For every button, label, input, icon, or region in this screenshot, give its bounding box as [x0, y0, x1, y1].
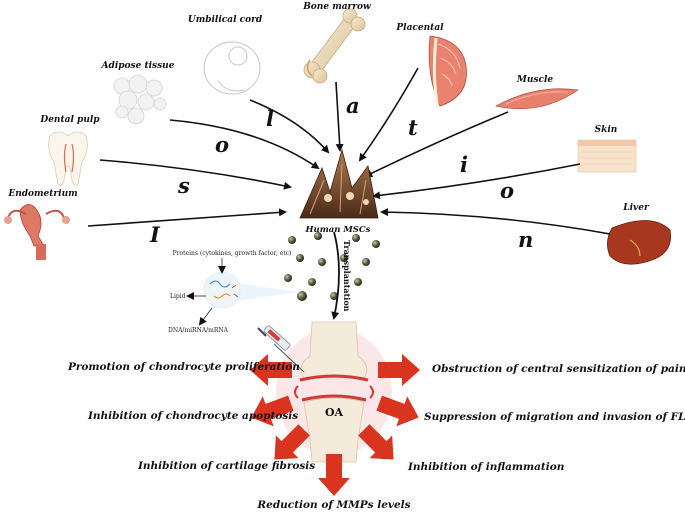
effect-chondrocyte-apoptosis: Inhibition of chondrocyte apoptosis	[87, 410, 298, 422]
effect-arrow-1	[250, 354, 292, 386]
letter-8: o	[500, 178, 514, 203]
muscle-icon	[495, 88, 579, 110]
effect-arrow-2	[251, 395, 294, 427]
arrow-bone-marrow	[335, 81, 344, 152]
exosome-proteins-label: Proteins (cytokines, growth factor, etc)	[173, 250, 292, 257]
umbilical-cord-icon	[203, 41, 261, 95]
placenta-icon	[428, 35, 467, 109]
label-umbilical-cord: Umbilical cord	[188, 15, 263, 25]
label-bone-marrow: Bone marrow	[302, 2, 371, 12]
isolation-arrows	[87, 67, 611, 235]
effect-cartilage-fibrosis: Inhibition of cartilage fibrosis	[137, 460, 315, 472]
transplantation-label: Transplantation	[342, 240, 352, 312]
effect-fls-migration: Suppression of migration and invasion of…	[424, 411, 685, 423]
dna-pointer	[198, 307, 213, 326]
effect-arrows	[250, 354, 420, 496]
label-adipose-tissue: Adipose tissue	[101, 61, 175, 71]
letter-5: a	[346, 93, 360, 118]
letter-7: i	[460, 152, 468, 177]
label-placental: Placental	[395, 23, 444, 33]
effect-arrow-3	[274, 424, 310, 460]
transplantation-arrow	[331, 231, 340, 320]
effect-arrow-4	[318, 454, 350, 496]
label-liver: Liver	[622, 203, 650, 213]
letter-2: s	[177, 173, 190, 198]
effect-arrow-7	[358, 424, 394, 460]
msc-cells-icon	[299, 148, 379, 219]
exosome-dna-label: DNA/miRNA/mRNA	[168, 327, 229, 334]
knee-joint-icon	[276, 321, 392, 463]
letter-1: I	[149, 222, 161, 247]
letter-6: t	[408, 115, 418, 140]
human-mscs-label: Human MSCs	[305, 225, 371, 235]
endometrium-icon	[4, 204, 70, 260]
label-endometrium: Endometrium	[7, 189, 77, 199]
syringe-icon	[257, 325, 305, 373]
arrow-placental	[358, 67, 419, 162]
arrow-dental-pulp	[99, 159, 292, 190]
label-muscle: Muscle	[516, 75, 553, 85]
effect-arrow-6	[376, 395, 419, 427]
letter-4: l	[266, 106, 274, 131]
arrow-adipose	[169, 119, 320, 170]
dental-pulp-icon	[48, 131, 88, 186]
skin-icon	[577, 139, 637, 173]
exosome-dots	[284, 232, 380, 301]
letter-3: o	[215, 132, 229, 157]
arrow-skin	[372, 163, 581, 200]
effect-inflammation: Inhibition of inflammation	[407, 461, 564, 473]
label-dental-pulp: Dental pulp	[39, 115, 100, 125]
arrow-liver	[380, 208, 611, 235]
adipose-tissue-icon	[113, 74, 167, 125]
effect-chondrocyte-proliferation: Promotion of chondrocyte proliferation	[67, 361, 300, 373]
arrow-muscle	[364, 111, 509, 177]
arrow-endometrium	[87, 208, 287, 227]
label-skin: Skin	[595, 125, 618, 135]
effect-arrow-5	[378, 354, 420, 386]
arrow-umbilical	[249, 99, 330, 154]
oa-label: OA	[325, 406, 344, 419]
letter-9: n	[518, 227, 533, 252]
effect-central-sensitization: Obstruction of central sensitization of …	[432, 363, 685, 375]
exosome-cargo-bubble	[203, 271, 300, 309]
liver-icon	[607, 220, 671, 265]
effect-mmps-levels: Reduction of MMPs levels	[256, 499, 410, 511]
exosome-lipid-label: Lipid	[170, 293, 186, 300]
bone-marrow-icon	[303, 8, 366, 84]
